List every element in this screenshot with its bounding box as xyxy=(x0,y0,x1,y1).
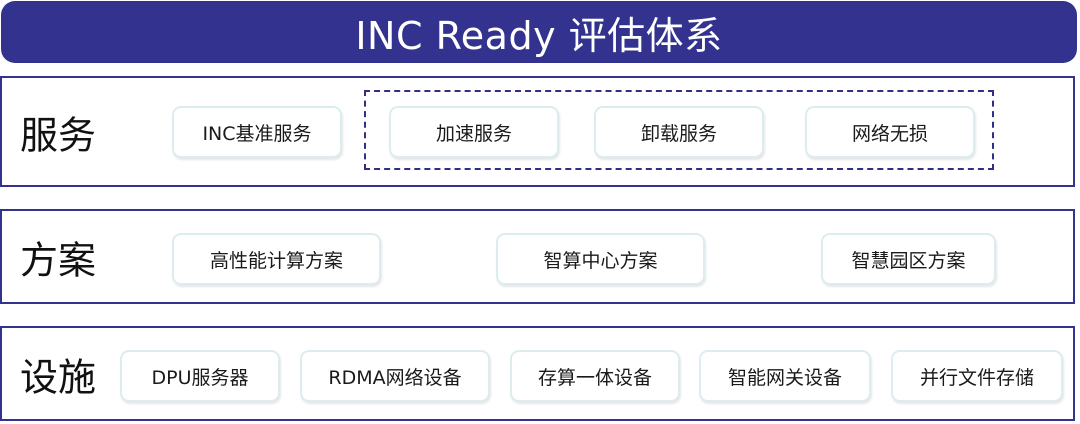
service-layer-label: 服务 xyxy=(20,113,97,157)
facility-chip-parallel-file-storage: 并行文件存储 xyxy=(891,350,1063,402)
diagram-title: INC Ready 评估体系 xyxy=(1,1,1077,63)
service-dashed-group xyxy=(364,90,994,170)
service-chip-offload: 卸载服务 xyxy=(594,106,764,158)
service-chip-inc-baseline: INC基准服务 xyxy=(172,106,342,158)
solution-chip-ai-computing-center: 智算中心方案 xyxy=(496,233,705,285)
facility-layer-label: 设施 xyxy=(20,355,97,399)
solution-layer-label: 方案 xyxy=(20,238,97,282)
service-chip-acceleration: 加速服务 xyxy=(389,106,559,158)
solution-chip-hpc: 高性能计算方案 xyxy=(172,233,381,285)
facility-chip-rdma-network: RDMA网络设备 xyxy=(300,350,490,402)
facility-chip-compute-storage: 存算一体设备 xyxy=(510,350,680,402)
facility-chip-smart-gateway: 智能网关设备 xyxy=(699,350,871,402)
service-layer: 服务 INC基准服务 加速服务 卸载服务 网络无损 xyxy=(0,76,1075,187)
solution-chip-smart-campus: 智慧园区方案 xyxy=(821,233,996,285)
service-chip-lossless-network: 网络无损 xyxy=(805,106,975,158)
facility-layer: 设施 DPU服务器 RDMA网络设备 存算一体设备 智能网关设备 并行文件存储 xyxy=(0,326,1075,421)
solution-layer: 方案 高性能计算方案 智算中心方案 智慧园区方案 xyxy=(0,209,1075,304)
facility-chip-dpu-server: DPU服务器 xyxy=(120,350,280,402)
